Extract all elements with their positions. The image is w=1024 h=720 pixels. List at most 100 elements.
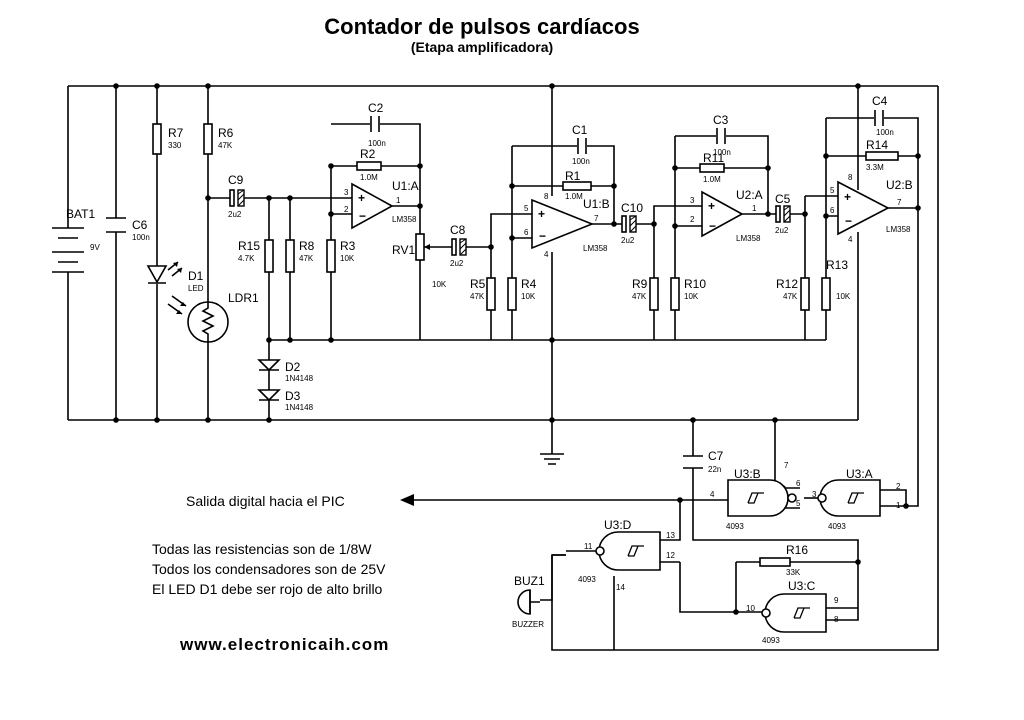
u3d-pin-11: 11	[584, 542, 593, 551]
capacitor-c6: C6 100n	[106, 217, 150, 242]
r15-value: 4.7K	[238, 254, 255, 263]
u2b-pin-vcc: 8	[848, 173, 853, 182]
c10-value: 2u2	[621, 236, 635, 245]
r2-value: 1.0M	[360, 173, 378, 182]
c1-ref: C1	[572, 123, 588, 137]
r9-value: 47K	[632, 292, 647, 301]
resistor-r13: R13 10K	[821, 258, 851, 311]
nand-gate-u3b: U3:B 4093 6 5 4 7	[710, 461, 801, 531]
r11-ref: R11	[703, 151, 724, 165]
r12-value: 47K	[783, 292, 798, 301]
r8-ref: R8	[299, 239, 315, 253]
resistor-r7: R7 330	[152, 123, 184, 155]
c6-ref: C6	[132, 218, 148, 232]
diagram-subtitle: (Etapa amplificadora)	[411, 39, 553, 55]
ldr-ldr1: LDR1	[187, 291, 259, 343]
u3d-pin-13: 13	[666, 531, 675, 540]
d1-ref: D1	[188, 269, 204, 283]
svg-text:−: −	[845, 214, 852, 228]
resistor-r2: R2 1.0M	[356, 147, 382, 182]
u3b-pin-4: 4	[710, 490, 715, 499]
capacitor-c3: C3 100n	[713, 113, 731, 157]
u2b-pin-plus: 5	[830, 186, 835, 195]
c5-ref: C5	[775, 192, 791, 206]
r2-ref: R2	[360, 147, 376, 161]
svg-text:−: −	[539, 229, 546, 243]
u3d-ref: U3:D	[604, 518, 632, 532]
u3a-pin-2: 2	[896, 482, 901, 491]
r3-ref: R3	[340, 239, 356, 253]
c6-value: 100n	[132, 233, 150, 242]
r8-value: 47K	[299, 254, 314, 263]
diode-d3: D3 1N4148	[257, 389, 314, 420]
r10-value: 10K	[684, 292, 699, 301]
u2a-pin-minus: 2	[690, 215, 695, 224]
r1-ref: R1	[565, 169, 581, 183]
diode-d2: D2 1N4148	[257, 359, 314, 390]
bat1-ref: BAT1	[66, 207, 95, 221]
c10-ref: C10	[621, 201, 643, 215]
capacitor-c2: C2 100n	[368, 101, 386, 148]
resistor-r15: R15 4.7K	[238, 239, 274, 273]
c7-value: 22n	[708, 465, 721, 474]
resistor-r16: R16 33K	[759, 543, 808, 577]
r12-ref: R12	[776, 277, 798, 291]
u1b-pin-out: 7	[594, 214, 599, 223]
website-url[interactable]: www.electronicaih.com	[179, 635, 389, 654]
capacitor-c9: C9 2u2	[228, 173, 245, 219]
c1-value: 100n	[572, 157, 590, 166]
u3c-pin-9: 9	[834, 596, 839, 605]
resistor-r3: R3 10K	[326, 239, 356, 273]
r3-value: 10K	[340, 254, 355, 263]
c7-ref: C7	[708, 449, 724, 463]
u3b-ref: U3:B	[734, 467, 761, 481]
c4-ref: C4	[872, 94, 888, 108]
svg-text:+: +	[538, 207, 545, 221]
r14-value: 3.3M	[866, 163, 884, 172]
u3c-pin-10: 10	[746, 604, 755, 613]
rv1-value: 10K	[432, 280, 447, 289]
note-capacitors: Todos los condensadores son de 25V	[152, 561, 386, 577]
capacitor-c1: C1 100n	[572, 123, 590, 166]
r16-ref: R16	[786, 543, 808, 557]
svg-text:−: −	[709, 219, 716, 233]
r11-value: 1.0M	[703, 175, 721, 184]
resistor-r14: R14 3.3M	[865, 138, 899, 172]
capacitor-c7: C7 22n	[683, 449, 724, 474]
opamp-u1a: + − 3 2 1 U1:A LM358	[344, 179, 419, 230]
u3b-pin-7: 7	[784, 461, 789, 470]
d1-value: LED	[188, 284, 204, 293]
output-label: Salida digital hacia el PIC	[186, 493, 345, 509]
output-arrow-icon	[400, 494, 414, 506]
u3c-ref: U3:C	[788, 579, 816, 593]
led-d1: D1 LED	[146, 261, 204, 315]
battery-bat1: BAT1 9V	[52, 207, 100, 273]
u1a-ref: U1:A	[392, 179, 419, 193]
c8-value: 2u2	[450, 259, 464, 268]
u2a-value: LM358	[736, 234, 761, 243]
u3b-value: 4093	[726, 522, 744, 531]
u1a-pin-out: 1	[396, 196, 401, 205]
r5-ref: R5	[470, 277, 486, 291]
u2a-pin-plus: 3	[690, 196, 695, 205]
opamp-u2b: + − 5 6 7 8 4 U2:B LM358	[830, 173, 913, 244]
u3d-pin-14: 14	[616, 583, 625, 592]
u2a-ref: U2:A	[736, 188, 763, 202]
resistor-r4: R4 10K	[507, 277, 537, 311]
r6-ref: R6	[218, 126, 234, 140]
u3b-pin-6: 6	[796, 479, 801, 488]
buz1-value: BUZZER	[512, 620, 544, 629]
resistor-r11: R11 1.0M	[699, 151, 725, 184]
u3d-pin-12: 12	[666, 551, 675, 560]
resistor-r10: R10 10K	[670, 277, 706, 311]
capacitor-c4: C4 100n	[872, 94, 894, 137]
r4-value: 10K	[521, 292, 536, 301]
r6-value: 47K	[218, 141, 233, 150]
resistor-r6: R6 47K	[203, 123, 234, 155]
svg-text:+: +	[358, 191, 365, 205]
u1b-pin-plus: 5	[524, 204, 529, 213]
r1-value: 1.0M	[565, 192, 583, 201]
resistor-r9: R9 47K	[632, 277, 659, 311]
nand-gate-u3d: U3:D 4093 13 12 11 14	[566, 518, 675, 592]
u2a-pin-out: 1	[752, 204, 757, 213]
